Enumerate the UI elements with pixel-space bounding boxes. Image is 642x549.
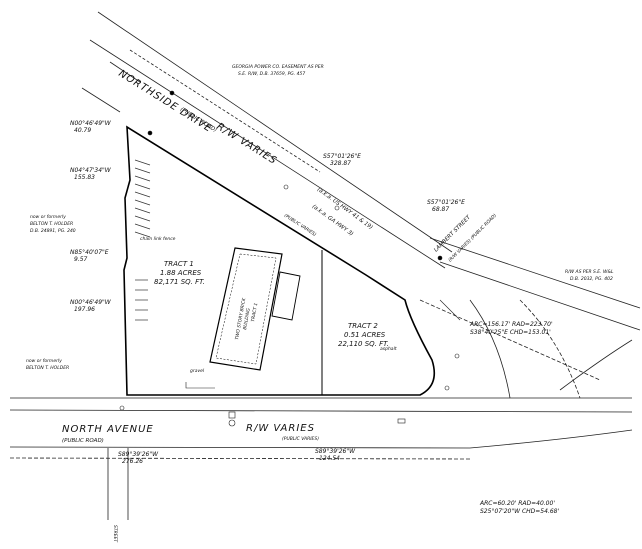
parking-stripes: [134, 159, 151, 321]
gravel-label: gravel: [190, 368, 205, 374]
tract-1-acres: 1.88 ACRES: [160, 269, 202, 277]
north-avenue-label: NORTH AVENUE: [62, 424, 154, 435]
asphalt-label: asphalt: [380, 346, 397, 352]
distance-6: 68.87: [432, 206, 449, 213]
owner-top-2: BELTON T. HOLDER: [30, 221, 73, 227]
distance-7: 276.26: [122, 458, 143, 465]
owner-top-1: now or formerly: [30, 214, 66, 220]
curve-1-line-1: ARC=156.17' RAD=223.70': [469, 321, 553, 328]
left-street-label: STREET: [112, 525, 118, 543]
property-boundary: [123, 125, 436, 396]
street-linework: [9, 11, 641, 520]
distance-3: 9.57: [74, 256, 88, 263]
distance-2: 155.83: [74, 174, 95, 181]
bearing-8: S89°39'26"W: [315, 448, 356, 455]
owner-bottom-2: BELTON T. HOLDER: [26, 365, 69, 371]
northside-drive-label: NORTHSIDE DRIVE: [116, 68, 214, 135]
bearing-1: N00°46'49"W: [70, 120, 112, 127]
owner-top-3: D.B. 24891, PG. 240: [30, 228, 76, 234]
north-rw-label: R/W VARIES: [246, 423, 315, 434]
bearing-6: S57°01'26"E: [427, 199, 465, 206]
curve-2-line-1: ARC=60.20' RAD=40.00': [479, 500, 555, 507]
distance-8: 124.54: [319, 455, 340, 462]
building-label-2: BUILDING: [242, 307, 252, 330]
owner-bottom-1: now or formerly: [26, 358, 62, 364]
north-avenue-type: (PUBLIC ROAD): [62, 438, 104, 444]
curve-2-line-2: S25°07'20"W CHD=54.68': [480, 508, 559, 515]
bearing-labels: N00°46'49"W 40.79 N04°47'34"W 155.83 N85…: [70, 120, 465, 465]
distance-5: 328.87: [330, 160, 351, 167]
distance-1: 40.79: [74, 127, 91, 134]
bearing-2: N04°47'34"W: [70, 167, 112, 174]
lambert-rw-label: (R/W VARIES) (PUBLIC ROAD): [447, 213, 498, 264]
building-label-3: TRACT 1: [250, 302, 259, 322]
tract-2-acres: 0.51 ACRES: [344, 331, 386, 339]
north-rw-note: (PUBLIC VARIES): [282, 436, 319, 442]
bearing-4: N00°46'49"W: [70, 299, 112, 306]
easement-line-2: S.E. R/W, D.B. 37659, PG. 457: [238, 71, 305, 77]
bearing-7: S89°39'26"W: [118, 451, 159, 458]
misc-features: [119, 90, 461, 427]
rw-deed-line-1: R/W AS PER S.E. W&L: [565, 269, 614, 275]
rw-deed-line-2: D.B. 2032, PG. 402: [570, 276, 613, 282]
building: TWO STORY BRICK BUILDING TRACT 1: [209, 247, 301, 371]
easement-line-1: GEORGIA POWER CO. EASEMENT AS PER: [232, 64, 324, 70]
tract-1-sqft: 82,171 SQ. FT.: [154, 278, 205, 286]
tract-2-sqft: 22,110 SQ. FT.: [338, 340, 389, 348]
fence-note: chain link fence: [140, 236, 176, 242]
tract-1-name: TRACT 1: [164, 260, 194, 268]
tract-2-name: TRACT 2: [348, 322, 378, 330]
bearing-3: N85°40'07"E: [70, 249, 109, 256]
curve-1-line-2: S38°40'25"E CHD=153.01': [470, 329, 551, 336]
bearing-5: S57°01'26"E: [323, 153, 361, 160]
distance-4: 197.96: [74, 306, 95, 313]
